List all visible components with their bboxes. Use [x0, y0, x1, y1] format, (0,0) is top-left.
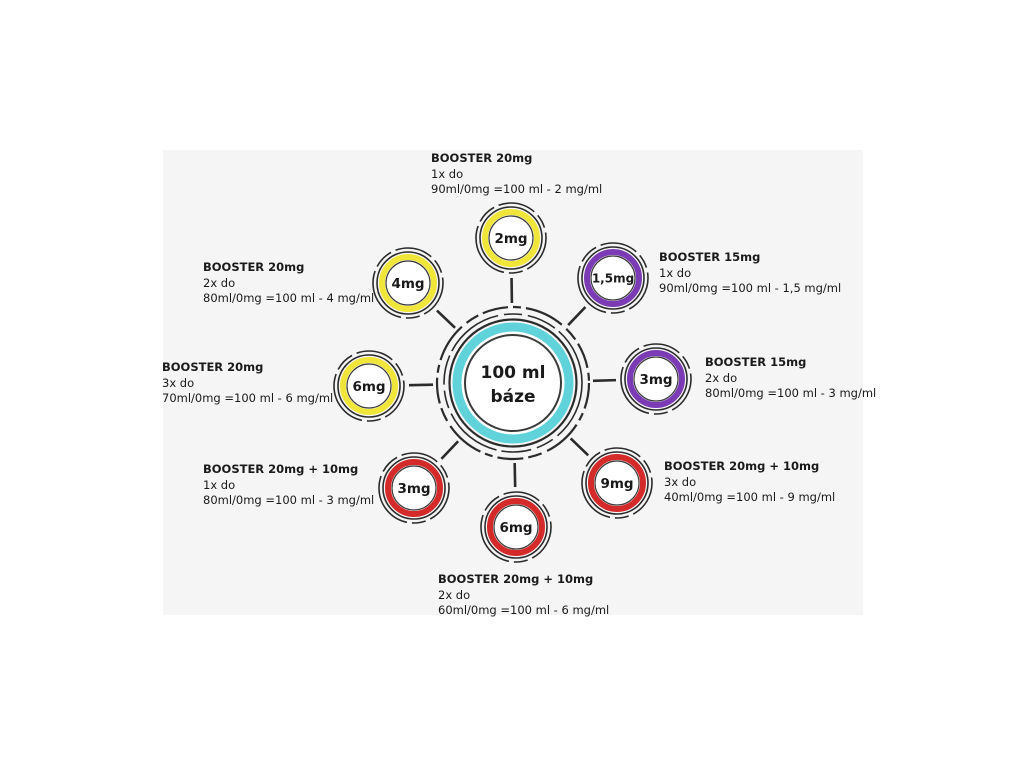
node-inner-ring — [391, 465, 437, 511]
dose-label: 2x do — [705, 370, 738, 385]
booster-label: BOOSTER 20mg — [203, 260, 305, 274]
node-value-label: 6mg — [352, 379, 385, 395]
dose-label: 1x do — [659, 265, 692, 280]
info-top-right: BOOSTER 15mg 1x do 90ml/0mg =100 ml - 1,… — [659, 250, 841, 297]
result-label: 90ml/0mg =100 ml - 1,5 mg/ml — [659, 281, 842, 295]
booster-label: BOOSTER 20mg — [162, 360, 264, 374]
info-right: BOOSTER 15mg 2x do 80ml/0mg =100 ml - 3 … — [705, 355, 876, 402]
hub-label-line2: báze — [490, 387, 535, 407]
hub-inner-ring — [464, 334, 562, 432]
connector-bottom-left — [440, 440, 460, 460]
node-outer-dashed-ring — [620, 343, 692, 415]
node-dark-ring — [585, 451, 649, 515]
center-hub: 100 ml báze — [435, 305, 591, 461]
node-value-label: 3mg — [639, 372, 672, 388]
result-label: 80ml/0mg =100 ml - 3 mg/ml — [705, 386, 877, 400]
connector-right — [592, 378, 617, 383]
info-bottom-right: BOOSTER 20mg + 10mg 3x do 40ml/0mg =100 … — [664, 459, 835, 506]
hub-outer-dashed-ring — [435, 305, 591, 461]
node-left: 6mg — [333, 350, 405, 422]
booster-label: BOOSTER 15mg — [705, 355, 807, 369]
node-value-label: 6mg — [499, 520, 532, 536]
node-inner-ring — [633, 356, 679, 402]
node-right: 3mg — [620, 343, 692, 415]
node-dark-ring — [382, 456, 446, 520]
node-top: 2mg — [475, 202, 547, 274]
connector-bottom — [513, 462, 517, 488]
dose-label: 2x do — [438, 587, 471, 602]
result-label: 70ml/0mg =100 ml - 6 mg/ml — [162, 391, 334, 405]
connector-top-left — [436, 309, 456, 329]
node-dark-ring — [581, 246, 645, 310]
booster-label: BOOSTER 20mg + 10mg — [438, 572, 594, 586]
node-top-right: 1,5mg — [577, 242, 649, 314]
dose-label: 1x do — [431, 166, 464, 181]
node-outer-dashed-ring — [480, 491, 552, 563]
node-dark-ring — [624, 347, 688, 411]
concentration-nodes: 2mg 1,5mg 3mg 9mg 6mg 3mg 6mg 4mg — [333, 202, 692, 563]
info-bottom-left: BOOSTER 20mg + 10mg 1x do 80ml/0mg =100 … — [203, 462, 374, 509]
dose-label: 2x do — [203, 275, 236, 290]
node-inner-ring — [594, 460, 640, 506]
node-outer-dashed-ring — [372, 247, 444, 319]
node-inner-ring — [590, 255, 636, 301]
hub-dark-ring — [448, 318, 578, 448]
result-label: 40ml/0mg =100 ml - 9 mg/ml — [664, 490, 836, 504]
info-bottom: BOOSTER 20mg + 10mg 2x do 60ml/0mg =100 … — [438, 572, 609, 619]
result-label: 60ml/0mg =100 ml - 6 mg/ml — [438, 603, 610, 617]
dose-label: 3x do — [162, 375, 195, 390]
node-bottom-right: 9mg — [581, 447, 653, 519]
booster-label: BOOSTER 15mg — [659, 250, 761, 264]
hub-label-line1: 100 ml — [481, 363, 546, 383]
node-outer-dashed-ring — [378, 452, 450, 524]
connector-left — [408, 383, 434, 387]
node-dark-ring — [376, 251, 440, 315]
connector-bottom-right — [569, 437, 590, 457]
info-top: BOOSTER 20mg 1x do 90ml/0mg =100 ml - 2 … — [431, 151, 602, 198]
node-top-left: 4mg — [372, 247, 444, 319]
dose-label: 1x do — [203, 477, 236, 492]
booster-label: BOOSTER 20mg — [431, 151, 533, 165]
node-dark-ring — [479, 206, 543, 270]
booster-label: BOOSTER 20mg + 10mg — [203, 462, 359, 476]
info-top-left: BOOSTER 20mg 2x do 80ml/0mg =100 ml - 4 … — [203, 260, 374, 307]
dose-label: 3x do — [664, 474, 697, 489]
connector-top-right — [567, 306, 587, 326]
connector-lines — [408, 277, 617, 488]
node-outer-dashed-ring — [475, 202, 547, 274]
node-outer-dashed-ring — [577, 242, 649, 314]
node-value-label: 2mg — [494, 231, 527, 247]
node-inner-ring — [493, 504, 539, 550]
node-dark-ring — [337, 354, 401, 418]
result-label: 90ml/0mg =100 ml - 2 mg/ml — [431, 182, 603, 196]
node-inner-ring — [488, 215, 534, 261]
node-value-label: 9mg — [600, 476, 633, 492]
node-inner-ring — [385, 260, 431, 306]
result-label: 80ml/0mg =100 ml - 4 mg/ml — [203, 291, 375, 305]
booster-label: BOOSTER 20mg + 10mg — [664, 459, 820, 473]
node-bottom-left: 3mg — [378, 452, 450, 524]
node-dark-ring — [484, 495, 548, 559]
node-outer-dashed-ring — [333, 350, 405, 422]
hub-second-dashed-ring — [443, 313, 583, 453]
info-left: BOOSTER 20mg 3x do 70ml/0mg =100 ml - 6 … — [162, 360, 333, 407]
node-value-label: 4mg — [391, 276, 424, 292]
node-bottom: 6mg — [480, 491, 552, 563]
node-outer-dashed-ring — [581, 447, 653, 519]
result-label: 80ml/0mg =100 ml - 3 mg/ml — [203, 493, 375, 507]
node-value-label: 3mg — [397, 481, 430, 497]
node-value-label: 1,5mg — [592, 271, 634, 285]
node-inner-ring — [346, 363, 392, 409]
